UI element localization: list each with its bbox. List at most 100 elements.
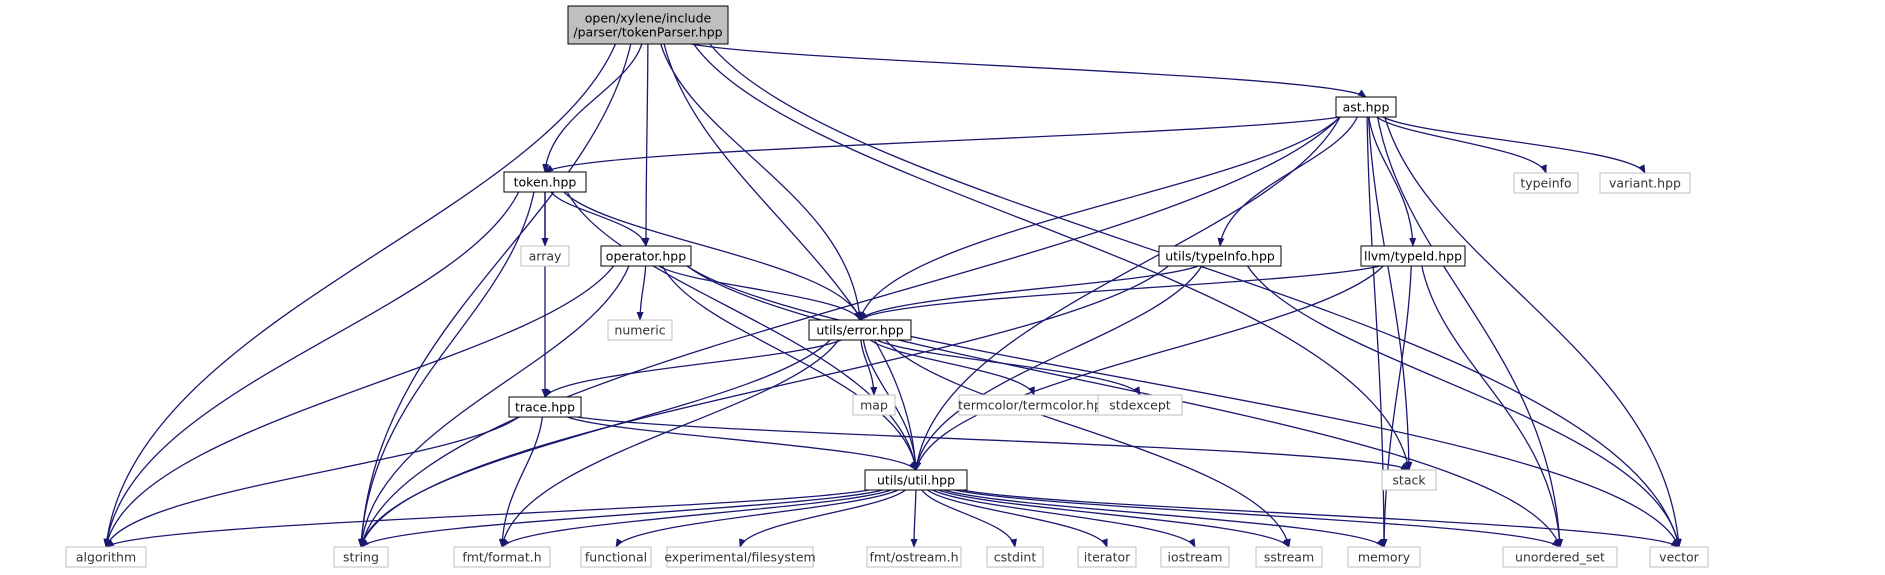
node-label: /parser/tokenParser.hpp [573,25,722,40]
edge-typeId-to-util [914,265,1384,471]
edge-line [566,191,919,471]
edge-trace-to-algorithm [105,416,520,548]
edge-ast-to-stack [1367,116,1413,471]
edge-line [658,265,861,321]
edge-line [693,43,1411,471]
node-error[interactable]: utils/error.hpp [808,319,912,341]
edge-line [501,489,892,548]
edge-line [104,265,615,548]
node-box [508,396,582,418]
edge-line [739,489,906,548]
edge-ast-to-error [858,116,1341,321]
edge-typeId-to-error [859,265,1380,321]
edge-line [927,489,1108,548]
edge-line [910,489,918,548]
edge-line [615,489,899,548]
edge-root-to-ast [690,43,1367,98]
edge-trace-to-stack [576,416,1410,471]
node-util[interactable]: utils/util.hpp [864,469,968,491]
edge-ast-to-unordered_set [1377,116,1564,548]
edge-error-to-string [359,339,831,548]
node-operator[interactable]: operator.hpp [600,245,692,267]
edge-typeInfo-to-vector [1246,265,1682,548]
edge-line [642,43,650,247]
edge-line [870,339,1035,396]
edge-line [359,339,831,548]
edge-ast-to-util [913,116,1341,471]
node-iterator: iterator [1077,546,1137,568]
node-label: algorithm [76,550,136,565]
edge-line [1246,265,1682,548]
edge-line [943,489,1385,548]
edge-ast-to-vector [1384,116,1682,548]
edge-line [1421,265,1564,548]
edge-typeInfo-to-util [913,265,1203,471]
edge-line [921,489,1017,548]
edge-line [858,116,1341,321]
node-stack: stack [1381,469,1437,491]
node-label: fmt/ostream.h [869,550,958,565]
edge-line [1368,116,1417,247]
edge-typeInfo-to-error [859,265,1199,321]
node-box [607,319,673,341]
node-cstdint: cstdint [986,546,1044,568]
node-typeId[interactable]: llvm/typeId.hpp [1360,245,1466,267]
node-box [808,319,912,341]
edge-error-to-map [860,339,878,396]
node-box [1649,546,1709,568]
edge-root-to-util [663,43,919,471]
node-string: string [333,546,389,568]
edge-util-to-unordered_set [954,489,1561,548]
edge-util-to-algorithm [105,489,870,548]
node-unordered_set: unordered_set [1502,546,1618,568]
edge-operator-to-util [661,265,919,471]
node-box [1360,245,1466,267]
node-box [453,546,551,568]
edge-line [500,339,840,548]
node-label: fmt/format.h [462,550,541,565]
edge-util-to-fmtostream [910,489,918,548]
edge-trace-to-util [567,416,917,471]
edge-operator-to-vector [686,265,1680,548]
node-ast[interactable]: ast.hpp [1335,96,1397,118]
node-box [1077,546,1137,568]
node-root[interactable]: open/xylene/include/parser/tokenParser.h… [567,5,729,45]
edge-line [544,116,1341,173]
node-box [1255,546,1323,568]
edge-line [859,265,1380,321]
edge-line [690,43,1367,98]
edge-token-to-string [357,191,535,548]
nodes-layer: open/xylene/include/parser/tokenParser.h… [65,5,1709,568]
node-label: operator.hpp [606,249,686,264]
edge-line [550,191,648,247]
edge-token-to-algorithm [103,191,520,548]
node-label: utils/error.hpp [816,323,903,338]
edge-line [914,265,1384,471]
node-trace[interactable]: trace.hpp [508,396,582,418]
node-label: utils/util.hpp [877,473,955,488]
edge-operator-to-error [658,265,861,321]
node-box [864,469,968,491]
node-label: vector [1659,550,1700,565]
node-label: iterator [1084,550,1131,565]
edge-line [876,339,1141,396]
edge-line [1217,116,1358,247]
node-fmtostream: fmt/ostream.h [866,546,962,568]
edge-line [1367,116,1413,471]
node-box [1381,469,1437,491]
edge-line [885,339,1291,548]
edge-root-to-operator [642,43,650,247]
node-typeInfo[interactable]: utils/typeInfo.hpp [1158,245,1282,267]
edge-line [105,489,870,548]
edge-line [103,43,617,548]
edge-line [1376,116,1547,174]
node-fmtformat: fmt/format.h [453,546,551,568]
edge-util-to-fmtformat [501,489,892,548]
node-label: sstream [1264,550,1314,565]
node-token[interactable]: token.hpp [503,171,587,193]
node-box [1513,172,1579,194]
node-box [1335,96,1397,118]
edge-line [498,416,544,548]
edge-util-to-iostream [932,489,1196,548]
node-box [65,546,147,568]
